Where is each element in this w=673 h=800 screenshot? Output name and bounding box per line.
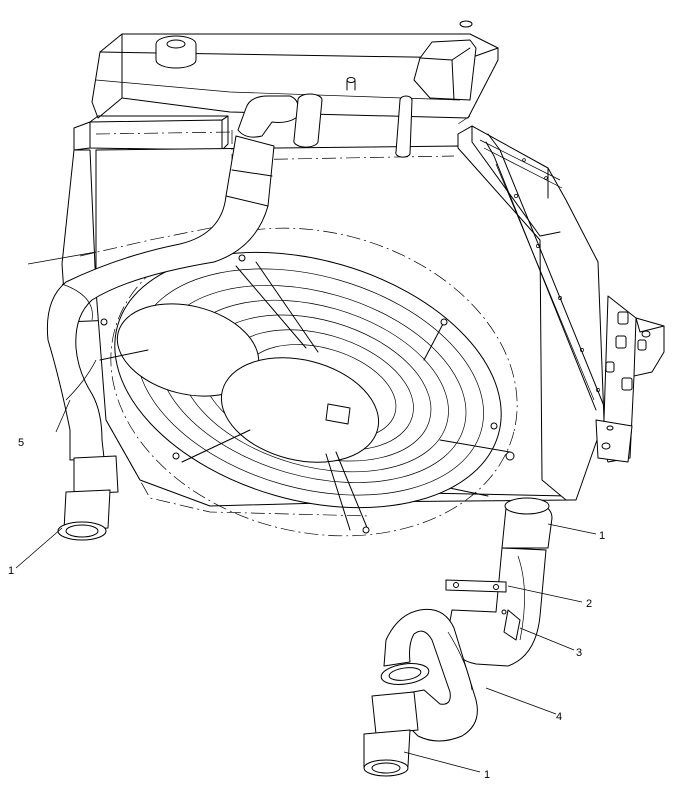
callout-hose-bottom: 1 xyxy=(484,769,490,781)
right-mounting-bracket xyxy=(596,296,664,462)
callout-clamp: 3 xyxy=(576,647,582,659)
callout-lower-hose: 4 xyxy=(556,711,562,723)
callout-bracket: 2 xyxy=(586,598,592,610)
radiator-top-tank xyxy=(92,21,498,118)
fan-guard-assembly xyxy=(78,187,550,578)
lower-outlet-hose xyxy=(364,498,552,776)
callout-leaders xyxy=(16,252,596,772)
callout-hose-top-right: 1 xyxy=(599,530,605,542)
callout-hose-left: 1 xyxy=(8,565,14,577)
callout-upper-hose: 5 xyxy=(18,437,24,449)
left-mount-bracket xyxy=(74,116,228,150)
